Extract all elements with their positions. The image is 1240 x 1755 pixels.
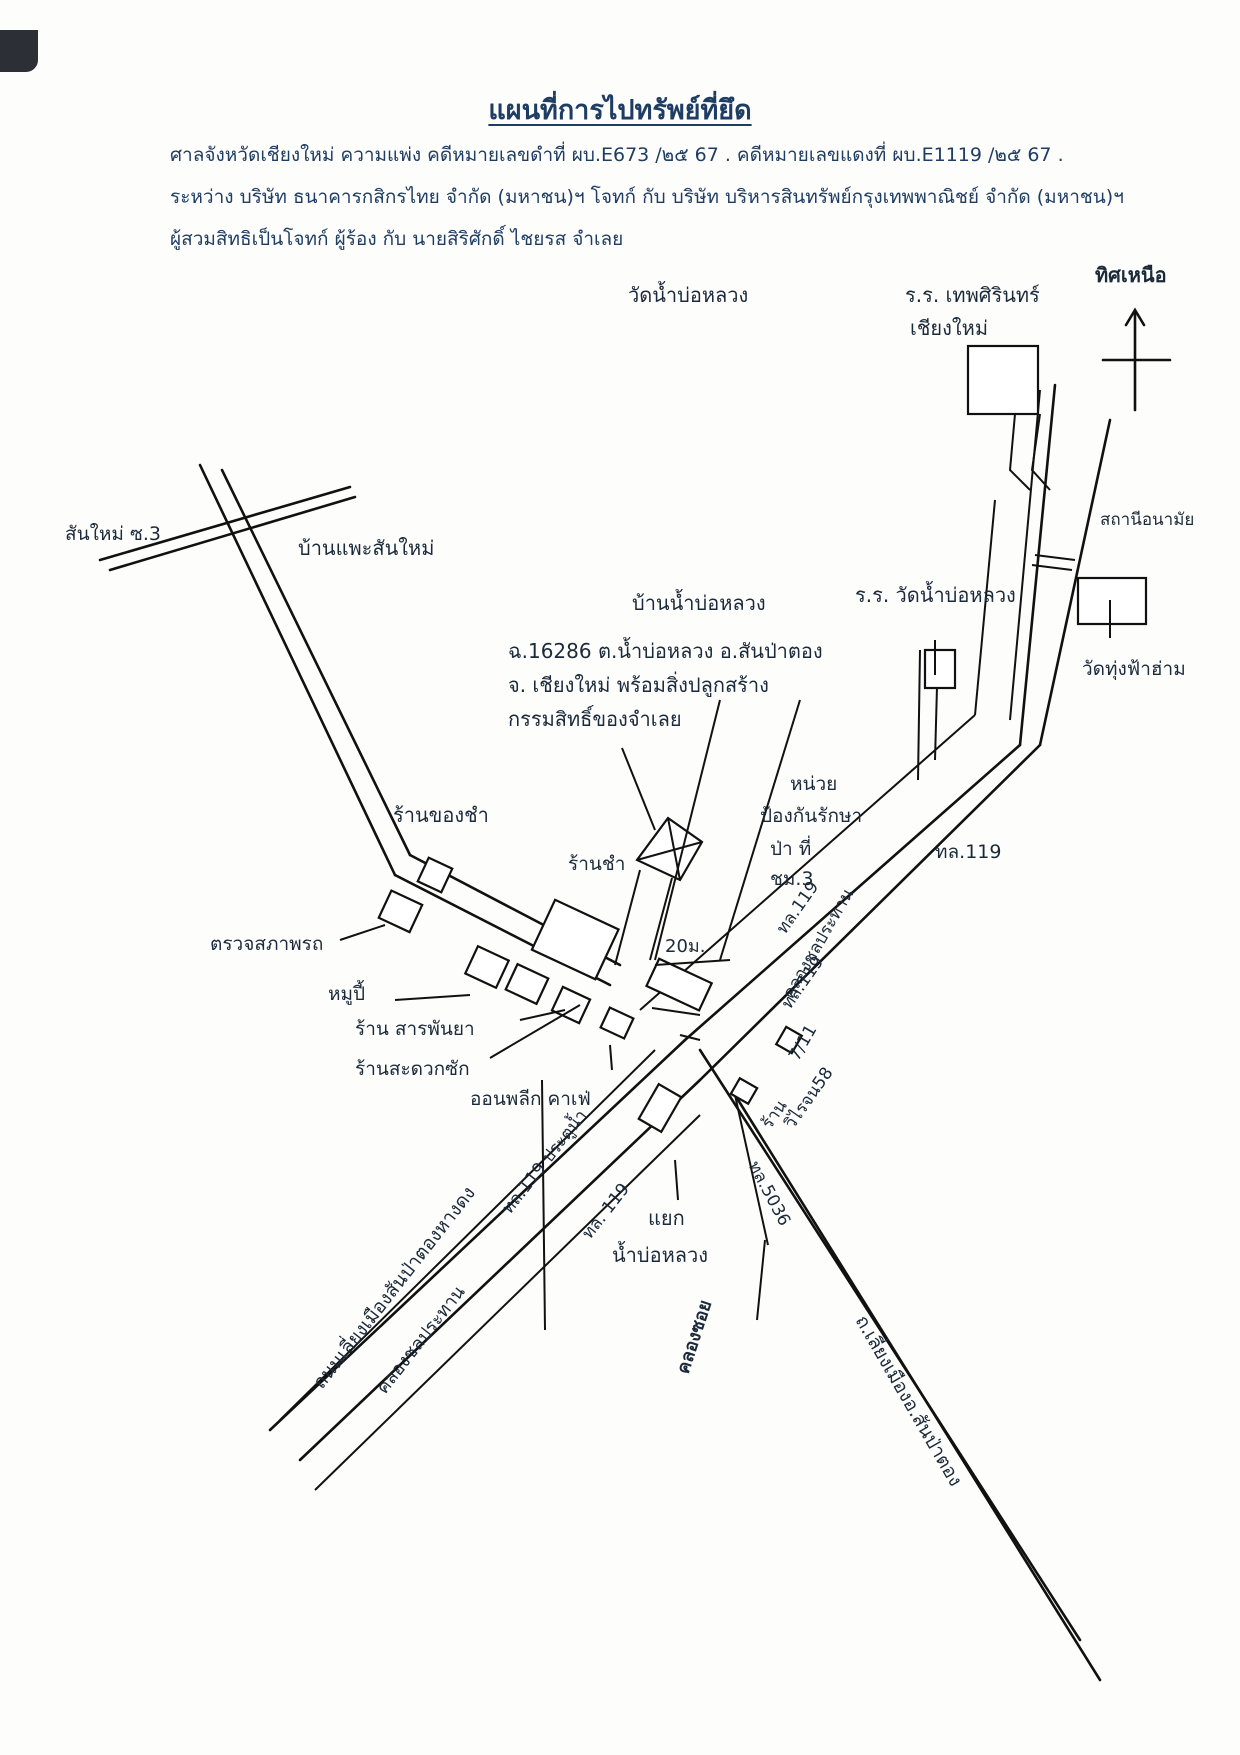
highway-5036-road xyxy=(698,1048,1102,1682)
pointer-arrows xyxy=(339,699,801,1331)
junction-label-1: แยก xyxy=(648,1206,685,1230)
school-a-label-2: เชียงใหม่ xyxy=(910,316,988,340)
inspection-label: ตรวจสภาพรถ xyxy=(210,933,323,955)
forest-unit-label-4: ชม.3 xyxy=(770,868,814,890)
case-line-1: ศาลจังหวัดเชียงใหม่ ความแพ่ง คดีหมายเลขด… xyxy=(170,144,1064,166)
case-line-2: ระหว่าง บริษัท ธนาคารกสิกรไทย จำกัด (มหา… xyxy=(170,186,1124,208)
forest-unit-label-2: ป้องกันรักษา xyxy=(760,805,862,827)
canal-lower-line xyxy=(279,1049,701,1491)
north-arrow-icon xyxy=(1101,307,1172,412)
school-a-label-1: ร.ร. เทพศิรินทร์ xyxy=(905,283,1040,307)
moo-pee-label: หมูปี้ xyxy=(328,980,365,1005)
page-title: แผนที่การไปทรัพย์ที่ยึด xyxy=(488,95,752,126)
shop-buildings xyxy=(377,856,804,1134)
temple-top-label: วัดน้ำบ่อหลวง xyxy=(628,281,748,307)
temple-right-label: วัดทุ่งฟ้าฮ่าม xyxy=(1082,658,1186,681)
deed-label-2: จ. เชียงใหม่ พร้อมสิ่งปลูกสร้าง xyxy=(508,671,769,698)
school-lane xyxy=(917,344,1148,781)
case-line-3: ผู้สวมสิทธิเป็นโจทก์ ผู้ร้อง กับ นายสิริ… xyxy=(170,228,624,250)
junction-label-2: น้ำบ่อหลวง xyxy=(612,1241,708,1267)
sanpatong-road-label: ถ.เลี่ยงเมืองอ.สันป่าตอง xyxy=(851,1310,969,1490)
forest-unit-label-1: หน่วย xyxy=(790,773,837,795)
shop-wirat-label-2: วิไรจน58 xyxy=(780,1063,838,1133)
distance-label: 20ม. xyxy=(665,936,706,957)
shop-cha-label: ร้านชำ xyxy=(568,853,625,875)
shop-saraphan-label: ร้าน สารพันยา xyxy=(355,1018,475,1040)
deed-label-1: ฉ.16286 ต.น้ำบ่อหลวง อ.สันป่าตอง xyxy=(508,637,823,663)
cafe-label: ออนพลีก คาเฟ่ xyxy=(470,1088,591,1110)
binder-tab xyxy=(0,30,38,72)
forest-unit-label-3: ป่า ที่ xyxy=(770,835,811,860)
shop-kong-label: ร้านของชำ xyxy=(393,803,489,827)
highway-119-road xyxy=(268,383,1112,1462)
ban-phae-label: บ้านแพะสันใหม่ xyxy=(298,536,434,560)
sanmai-soi-label: สันใหม่ ซ.3 xyxy=(65,523,161,545)
deed-label-3: กรรมสิทธิ์ของจำเลย xyxy=(508,704,682,731)
school-b-label: ร.ร. วัดน้ำบ่อหลวง xyxy=(855,581,1016,607)
north-label: ทิศเหนือ xyxy=(1095,263,1167,287)
shop-convenience-label: ร้านสะดวกซัก xyxy=(355,1058,470,1080)
canal-soi-label: คลองซอย xyxy=(673,1298,717,1377)
hwy-5036-label: ทล.5036 xyxy=(744,1158,795,1229)
health-station-label: สถานีอนามัย xyxy=(1100,510,1194,530)
hwy-119-label-a: ทล.119 xyxy=(935,841,1001,863)
ban-nam-bo-label: บ้านน้ำบ่อหลวง xyxy=(632,589,766,615)
